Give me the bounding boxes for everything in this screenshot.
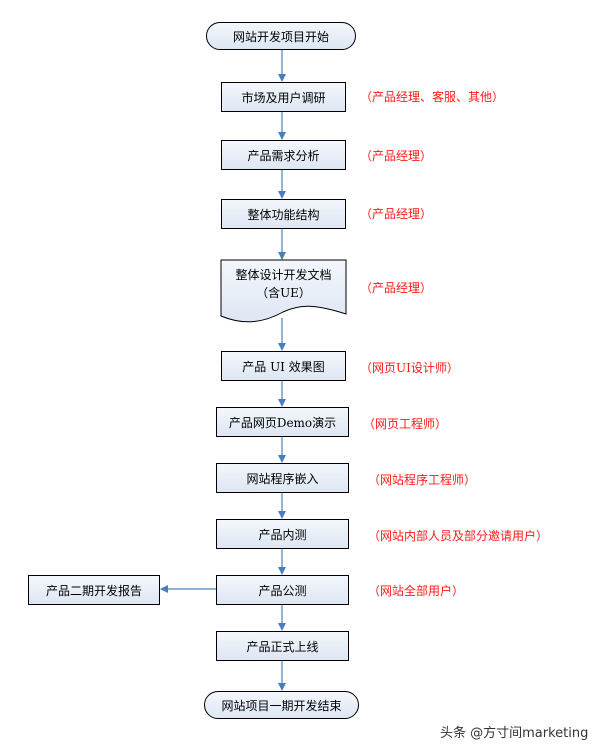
watermark: 头条 @方寸间marketing	[440, 726, 589, 741]
structure-role-note: （产品经理）	[360, 207, 433, 221]
research-step: 市场及用户调研	[221, 82, 346, 112]
embed-step: 网站程序嵌入	[216, 463, 349, 493]
demo-role-note: （网页工程师）	[363, 417, 448, 431]
design-doc-line1: 整体设计开发文档	[235, 268, 332, 282]
phase2-report-step: 产品二期开发报告	[28, 575, 160, 605]
public-test-step: 产品公测	[216, 575, 349, 605]
end-node: 网站项目一期开发结束	[204, 691, 359, 719]
design-doc-shape	[220, 259, 347, 323]
design-doc-label: 整体设计开发文档 （含UE）	[221, 266, 346, 302]
requirements-role-note: （产品经理）	[360, 149, 433, 163]
internal-test-role-note: （网站内部人员及部分邀请用户）	[368, 529, 549, 543]
ui-design-role-note: （网页UI设计师）	[360, 361, 459, 375]
requirements-step: 产品需求分析	[221, 140, 346, 170]
research-role-note: （产品经理、客服、其他）	[360, 90, 505, 104]
demo-step: 产品网页Demo演示	[216, 407, 349, 437]
design-doc-role-note: （产品经理）	[360, 281, 433, 295]
launch-step: 产品正式上线	[216, 631, 349, 661]
start-node: 网站开发项目开始	[206, 22, 356, 50]
embed-role-note: （网站程序工程师）	[368, 473, 477, 487]
structure-step: 整体功能结构	[221, 199, 346, 229]
public-test-role-note: （网站全部用户）	[368, 584, 465, 598]
design-doc-line2: （含UE）	[256, 286, 311, 300]
internal-test-step: 产品内测	[216, 519, 349, 549]
ui-design-step: 产品 UI 效果图	[221, 351, 346, 381]
